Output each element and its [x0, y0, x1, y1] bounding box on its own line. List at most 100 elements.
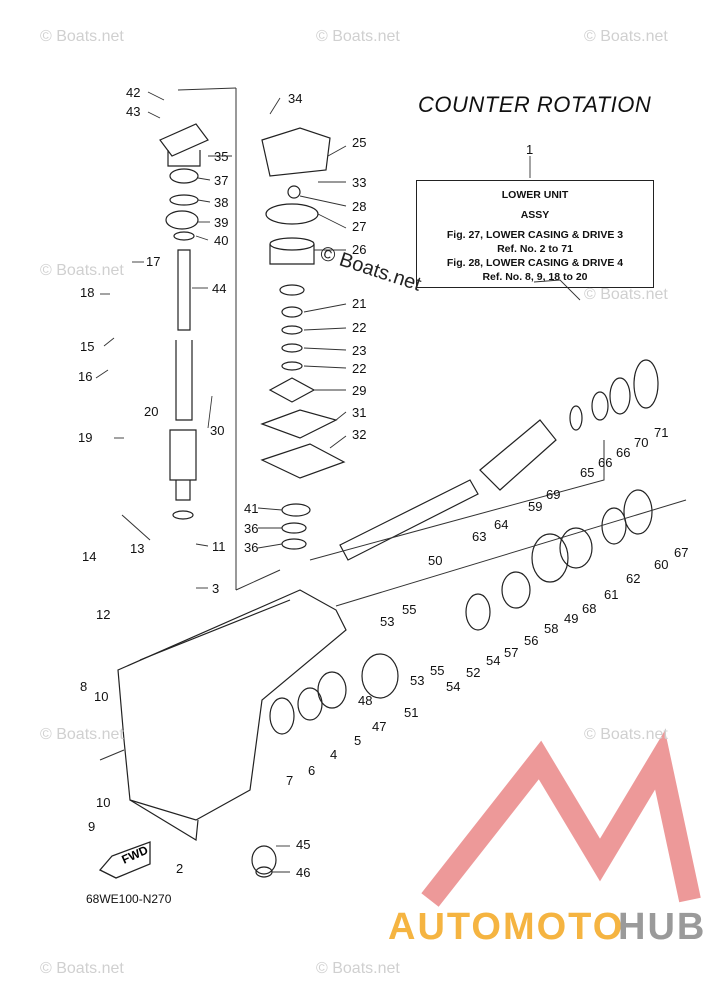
lower-casing — [117, 589, 347, 842]
callout-52[interactable]: 52 — [466, 665, 481, 680]
callout-70[interactable]: 70 — [634, 435, 649, 450]
callout-11[interactable]: 11 — [212, 539, 226, 554]
callout-15[interactable]: 15 — [80, 339, 95, 354]
callout-53[interactable]: 53 — [380, 614, 395, 629]
ref-line-1: LOWER UNIT — [501, 189, 569, 201]
callout-54[interactable]: 54 — [486, 653, 501, 668]
callout-6[interactable]: 6 — [308, 763, 316, 778]
callout-71[interactable]: 71 — [654, 425, 669, 440]
diagram-code: 68WE100-N270 — [86, 892, 172, 906]
callout-66[interactable]: 66 — [616, 445, 631, 460]
callout-26[interactable]: 26 — [352, 242, 367, 257]
diagram-title: COUNTER ROTATION — [418, 92, 652, 117]
callout-53[interactable]: 53 — [410, 673, 425, 688]
watermark: © Boats.net — [40, 960, 124, 977]
callout-37[interactable]: 37 — [214, 173, 229, 188]
callout-58[interactable]: 58 — [544, 621, 559, 636]
callout-59[interactable]: 59 — [528, 499, 543, 514]
callout-69[interactable]: 69 — [546, 487, 561, 502]
callout-55[interactable]: 55 — [402, 602, 417, 617]
fwd-arrow-label: FWD — [120, 843, 151, 867]
callout-67[interactable]: 67 — [674, 545, 689, 560]
callout-32[interactable]: 32 — [352, 427, 367, 442]
callout-65[interactable]: 65 — [580, 465, 595, 480]
callout-42[interactable]: 42 — [126, 85, 141, 100]
callout-68[interactable]: 68 — [582, 601, 597, 616]
watermark: © Boats.net — [316, 28, 400, 45]
watermark: © Boats.net — [584, 286, 668, 303]
callout-28[interactable]: 28 — [352, 199, 367, 214]
callout-46[interactable]: 46 — [296, 865, 311, 880]
callout-34[interactable]: 34 — [288, 91, 303, 106]
callout-17[interactable]: 17 — [146, 254, 161, 269]
ref-line-6: Ref. No. 8, 9, 18 to 20 — [482, 271, 588, 283]
callout-16[interactable]: 16 — [78, 369, 93, 384]
ref-line-4: Ref. No. 2 to 71 — [497, 243, 573, 255]
callout-36[interactable]: 36 — [244, 540, 259, 555]
callout-44[interactable]: 44 — [212, 281, 227, 296]
callout-63[interactable]: 63 — [472, 529, 487, 544]
watermark: © Boats.net — [316, 960, 400, 977]
callout-2[interactable]: 2 — [176, 861, 184, 876]
callout-14[interactable]: 14 — [82, 549, 97, 564]
callout-3[interactable]: 3 — [212, 581, 220, 596]
callout-54[interactable]: 54 — [446, 679, 461, 694]
reference-box: LOWER UNIT ASSY Fig. 27, LOWER CASING & … — [416, 180, 654, 288]
callout-62[interactable]: 62 — [626, 571, 641, 586]
callout-22[interactable]: 22 — [352, 320, 367, 335]
leader-lines — [95, 91, 581, 873]
callout-4[interactable]: 4 — [330, 747, 338, 762]
callout-13[interactable]: 13 — [130, 541, 145, 556]
callout-9[interactable]: 9 — [88, 819, 96, 834]
logo-text-automoto: AUTOMOTO — [388, 906, 625, 948]
callout-64[interactable]: 64 — [494, 517, 509, 532]
callout-35[interactable]: 35 — [214, 149, 229, 164]
callout-29[interactable]: 29 — [352, 383, 367, 398]
callout-38[interactable]: 38 — [214, 195, 229, 210]
watermark: © Boats.net — [40, 726, 124, 743]
callout-36[interactable]: 36 — [244, 521, 259, 536]
callout-39[interactable]: 39 — [214, 215, 229, 230]
callout-20[interactable]: 20 — [144, 404, 159, 419]
callout-50[interactable]: 50 — [428, 553, 443, 568]
callout-19[interactable]: 19 — [78, 430, 93, 445]
callout-18[interactable]: 18 — [80, 285, 95, 300]
callout-55[interactable]: 55 — [430, 663, 445, 678]
callout-57[interactable]: 57 — [504, 645, 519, 660]
callout-23[interactable]: 23 — [352, 343, 367, 358]
callout-1[interactable]: 1 — [526, 142, 534, 157]
callout-10[interactable]: 10 — [96, 795, 111, 810]
drive-shaft-assembly — [159, 123, 209, 520]
callout-40[interactable]: 40 — [214, 233, 229, 248]
callout-61[interactable]: 61 — [604, 587, 619, 602]
automotohub-logo-mark — [421, 730, 701, 907]
logo-text-hub: HUB — [618, 906, 707, 948]
callout-10[interactable]: 10 — [94, 689, 109, 704]
callout-45[interactable]: 45 — [296, 837, 311, 852]
callout-47[interactable]: 47 — [372, 719, 387, 734]
watermark: © Boats.net — [40, 262, 124, 279]
callout-41[interactable]: 41 — [244, 501, 259, 516]
callout-12[interactable]: 12 — [96, 607, 111, 622]
callout-21[interactable]: 21 — [352, 296, 367, 311]
callout-33[interactable]: 33 — [352, 175, 367, 190]
callout-49[interactable]: 49 — [564, 611, 579, 626]
callout-22[interactable]: 22 — [352, 361, 367, 376]
callout-8[interactable]: 8 — [80, 679, 88, 694]
callout-48[interactable]: 48 — [358, 693, 373, 708]
callout-25[interactable]: 25 — [352, 135, 367, 150]
callout-56[interactable]: 56 — [524, 633, 539, 648]
callout-31[interactable]: 31 — [352, 405, 367, 420]
group-outline — [99, 87, 687, 761]
callout-60[interactable]: 60 — [654, 557, 669, 572]
callout-27[interactable]: 27 — [352, 219, 367, 234]
callout-7[interactable]: 7 — [286, 773, 294, 788]
callout-30[interactable]: 30 — [210, 423, 225, 438]
callout-43[interactable]: 43 — [126, 104, 141, 119]
callout-51[interactable]: 51 — [404, 705, 419, 720]
callout-5[interactable]: 5 — [354, 733, 362, 748]
callout-66[interactable]: 66 — [598, 455, 613, 470]
water-pump-assembly — [260, 127, 346, 550]
ref-line-2: ASSY — [520, 209, 550, 221]
